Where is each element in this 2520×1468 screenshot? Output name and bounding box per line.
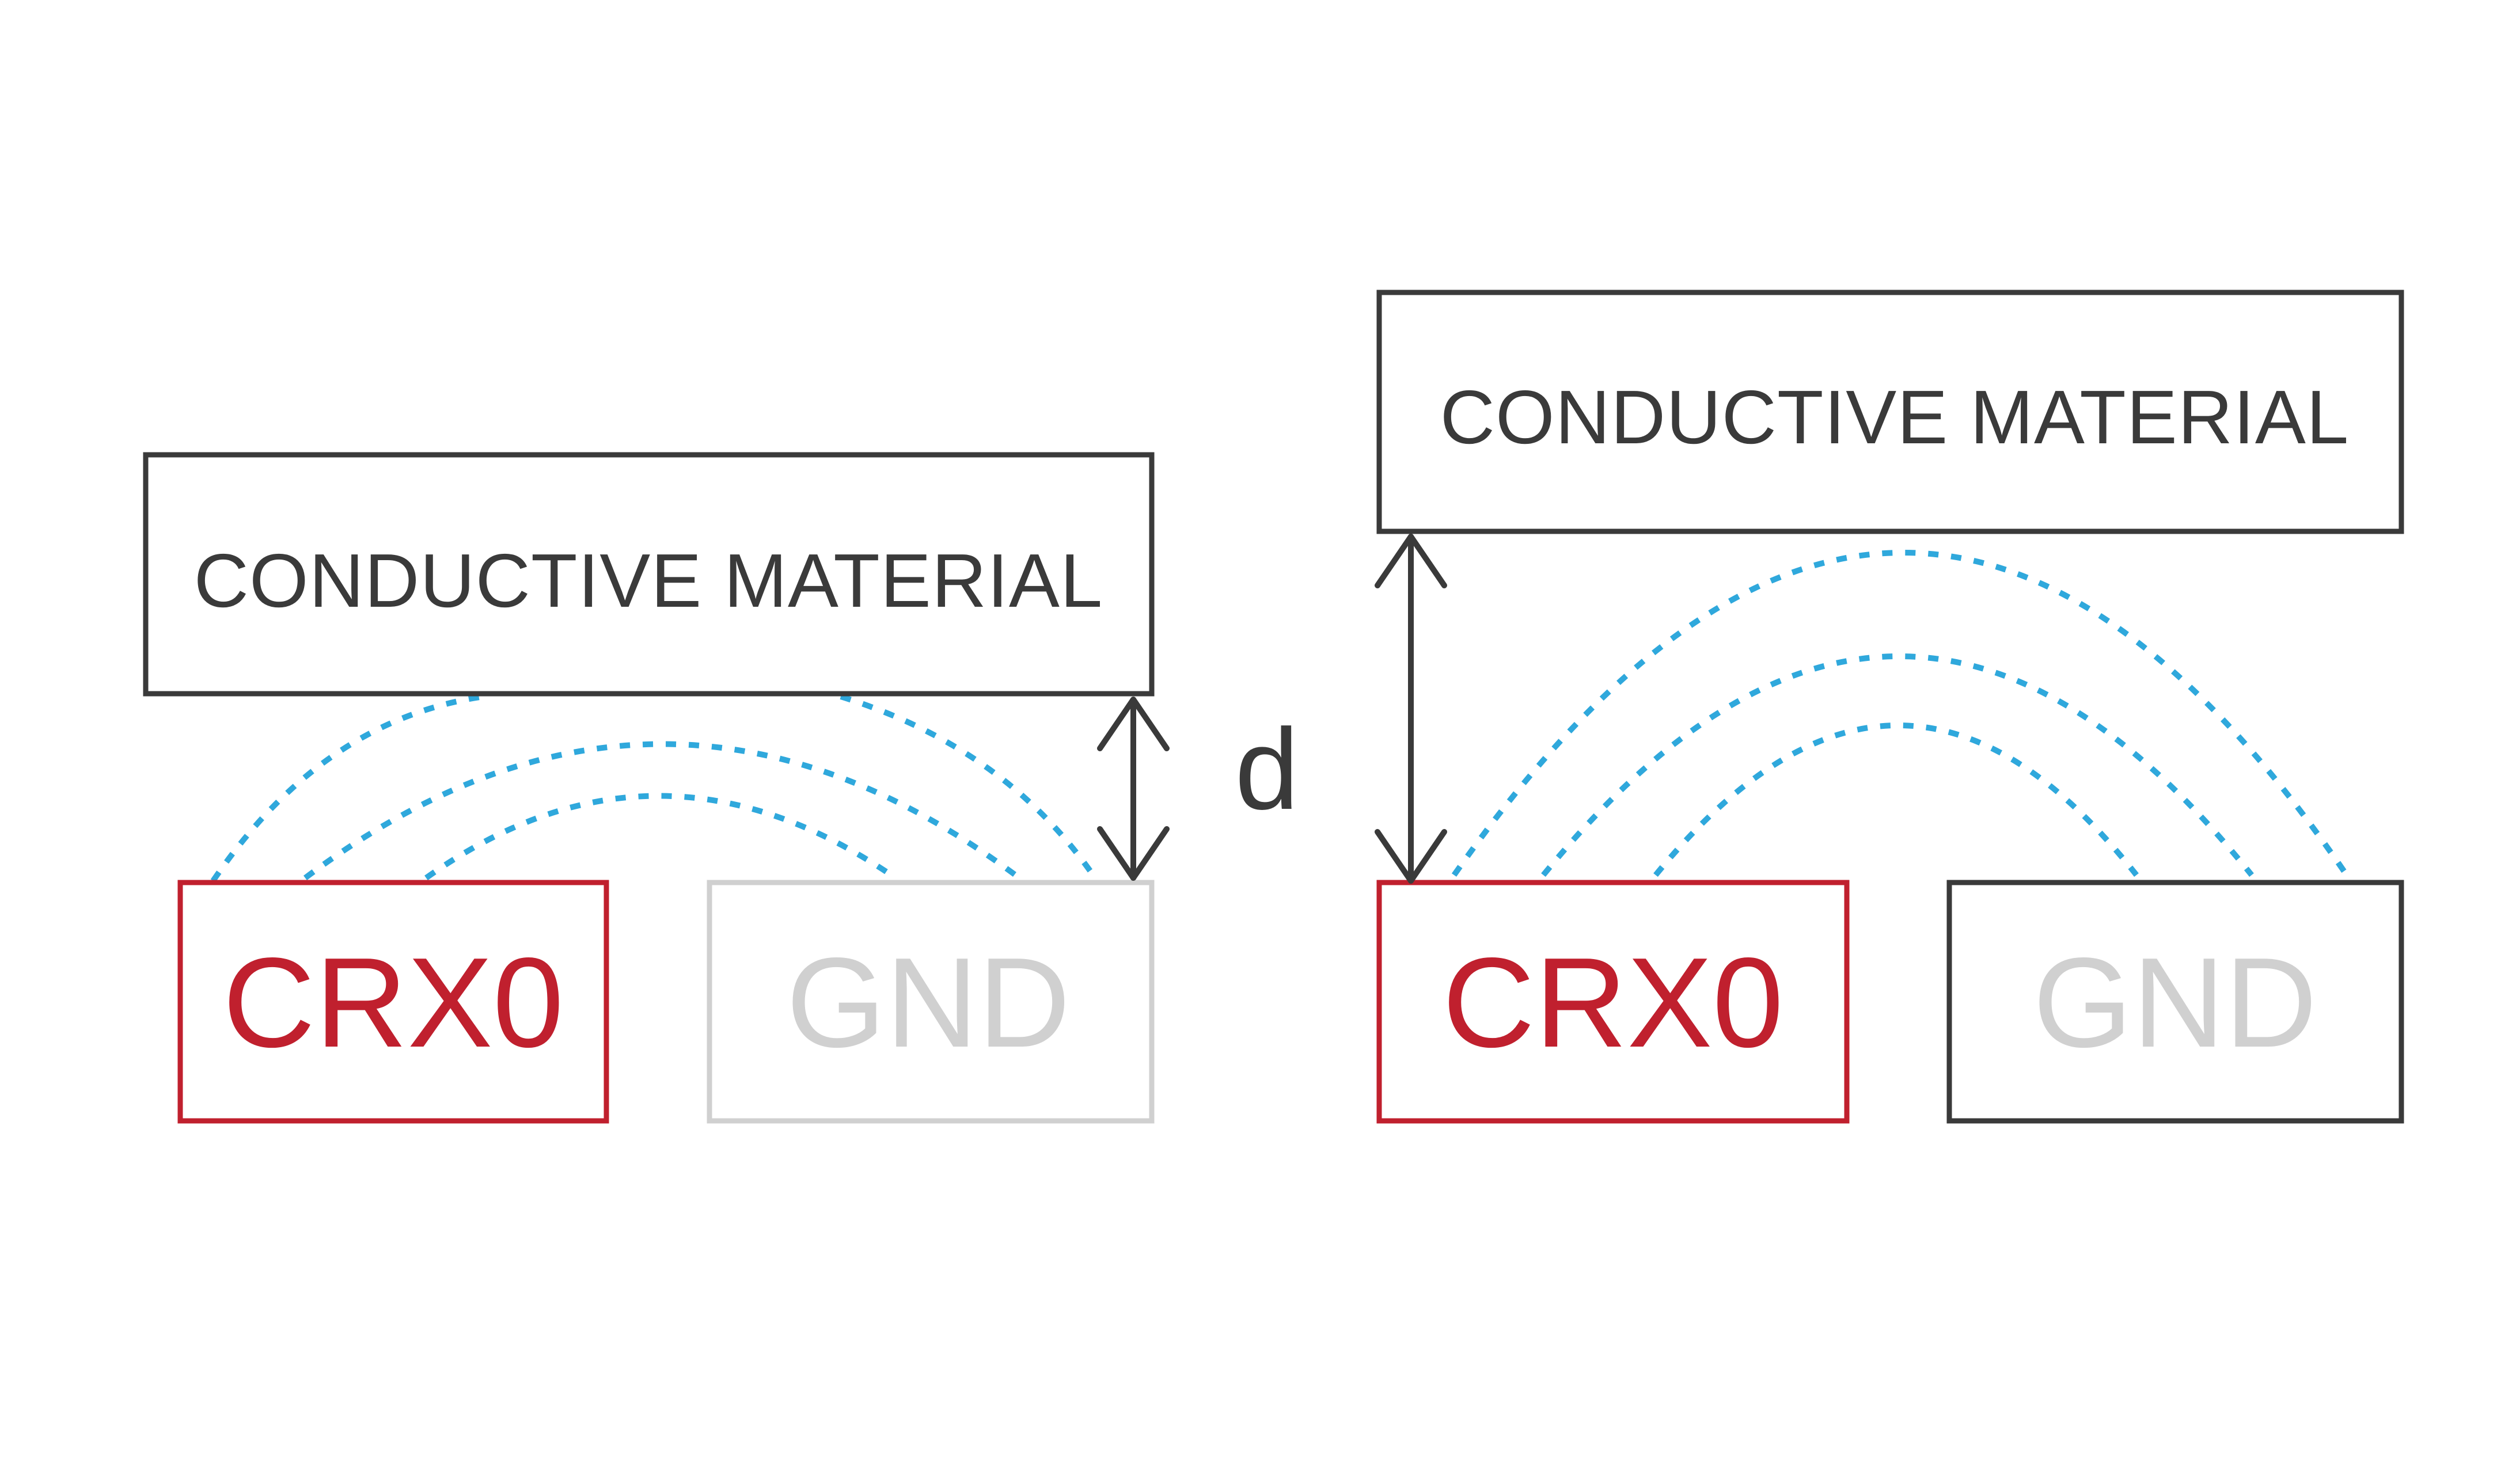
field-lines-near (210, 694, 1100, 883)
conductive-material-label: CONDUCTIVE MATERIAL (1440, 375, 2350, 459)
conductive-material-box (1376, 290, 2404, 534)
sensor-pad-crx0 (1376, 880, 1850, 1124)
distance-arrow (1375, 534, 1447, 884)
field-line-inner (424, 793, 897, 881)
field-line-middle (1541, 653, 2254, 877)
conductive-material-box (143, 452, 1155, 697)
sensor-pad-label: CRX0 (1443, 931, 1783, 1074)
conductive-material-label: CONDUCTIVE MATERIAL (194, 538, 1103, 623)
field-line-outer-right (840, 694, 1100, 883)
distance-arrow (1097, 697, 1170, 881)
field-line-outer (210, 694, 484, 883)
field-lines-far (1451, 550, 2350, 877)
panel-far: CONDUCTIVE MATERIAL CRX0 GND (1375, 290, 2404, 1124)
distance-label: d (1235, 705, 1299, 834)
ground-pad (707, 880, 1155, 1124)
field-line-inner (1653, 722, 2139, 877)
ground-pad-label: GND (2033, 931, 2317, 1074)
panel-near: CONDUCTIVE MATERIAL CRX0 GND d (143, 452, 1299, 1124)
field-line-middle (303, 741, 1021, 881)
sensor-pad-crx0 (177, 880, 609, 1124)
ground-pad (1946, 880, 2404, 1124)
ground-pad-label: GND (786, 931, 1070, 1074)
field-line-outer (1451, 550, 2350, 877)
sensor-pad-label: CRX0 (223, 931, 564, 1074)
